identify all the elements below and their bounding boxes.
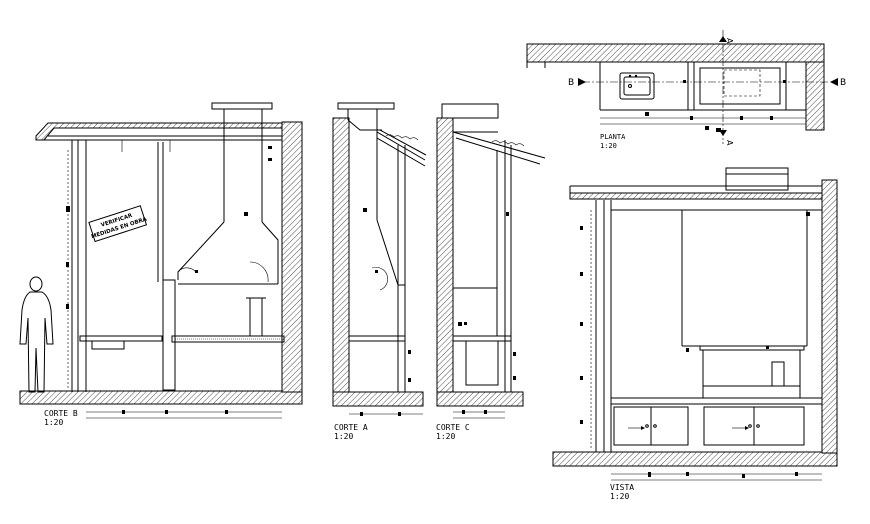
corte-b-scale: 1:20 — [44, 418, 63, 427]
vista-roof — [569, 192, 823, 200]
corte-a-scale: 1:20 — [334, 432, 353, 441]
planta-drawing — [526, 30, 838, 144]
vista-floor — [552, 451, 838, 467]
section-mark-b-right: B — [840, 78, 846, 88]
corte-c-left-wall — [436, 117, 454, 407]
corte-a-title: CORTE A — [334, 423, 368, 432]
right-wall — [281, 121, 303, 393]
corte-c-scale: 1:20 — [436, 432, 455, 441]
vista-scale: 1:20 — [610, 492, 629, 501]
roof — [35, 122, 283, 141]
vista-title: VISTA — [610, 483, 634, 492]
corte-c-floor — [436, 391, 524, 407]
planta-scale: 1:20 — [600, 142, 617, 150]
section-mark-a-top: A — [725, 38, 734, 44]
vista-drawing — [552, 167, 838, 481]
planta-right-wall — [805, 61, 825, 131]
corte-c-title: CORTE C — [436, 423, 470, 432]
corte-b-title: CORTE B — [44, 409, 78, 418]
planta-top-wall — [526, 43, 825, 63]
human-figure-icon — [19, 276, 54, 393]
corte-b-drawing — [19, 102, 303, 419]
section-mark-b-left: B — [568, 78, 574, 88]
corte-a-floor — [332, 391, 424, 407]
corte-c-drawing — [436, 103, 546, 419]
verify-note: VERIFICAR MEDIDAS EN OBRA — [88, 205, 149, 243]
vista-right-wall — [821, 179, 838, 454]
section-mark-a-bottom: A — [725, 140, 734, 146]
floor-slab — [19, 390, 303, 405]
corte-a-left-wall — [332, 117, 350, 407]
planta-title: PLANTA — [600, 133, 626, 141]
corte-a-drawing — [332, 102, 427, 416]
